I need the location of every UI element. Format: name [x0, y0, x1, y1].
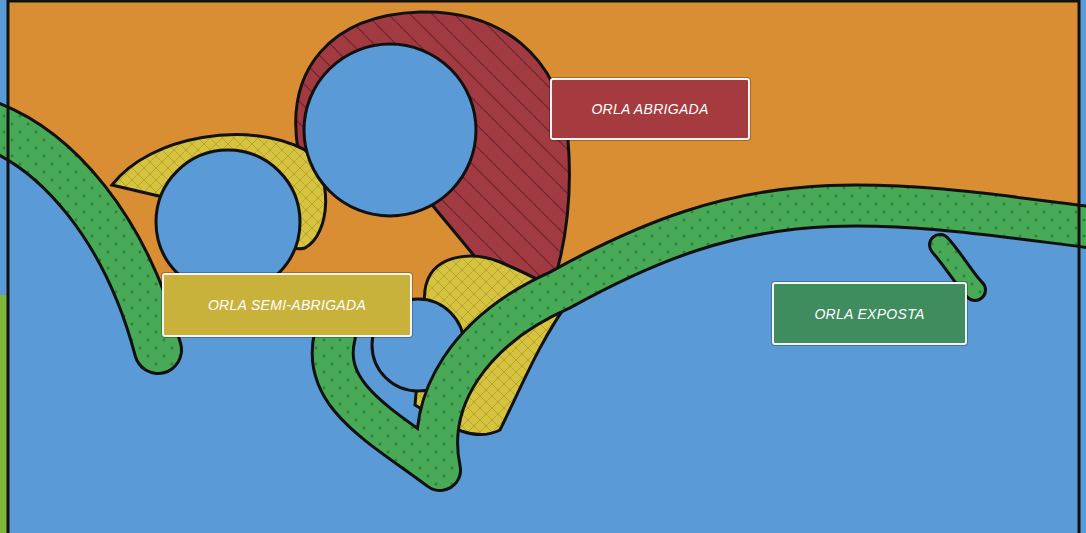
exposed-shore [0, 125, 1086, 470]
edge-strip [0, 295, 7, 533]
region-label: ORLA EXPOSTA [772, 282, 967, 345]
frame [8, 1, 1079, 533]
sheltered-shore [296, 12, 570, 300]
region-label: ORLA ABRIGADA [550, 78, 750, 140]
region-name: ORLA ABRIGADA [591, 101, 708, 117]
region-name: ORLA EXPOSTA [814, 306, 924, 322]
bay [304, 44, 476, 216]
region-label: ORLA SEMI-ABRIGADA [162, 273, 412, 337]
region-name: ORLA SEMI-ABRIGADA [208, 297, 366, 313]
